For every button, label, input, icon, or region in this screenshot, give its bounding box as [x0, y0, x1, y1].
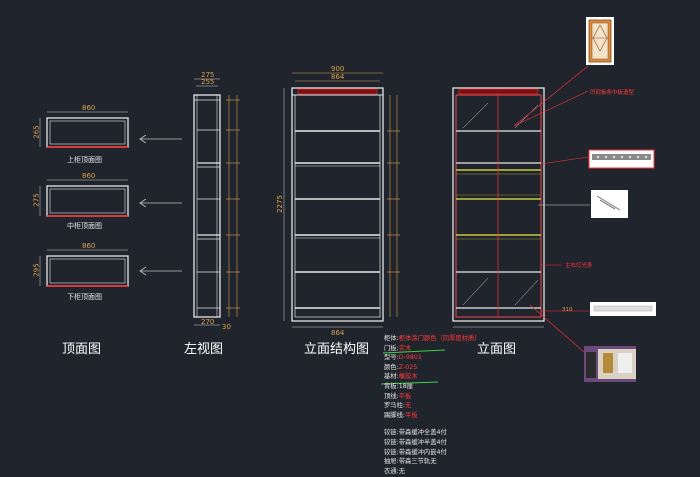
door-detail-picture — [586, 17, 614, 65]
structure-view — [283, 72, 400, 328]
structure-top-dim-2: 864 — [331, 73, 345, 81]
left-view-top-dim-2: 255 — [201, 78, 215, 86]
hardware-row: 铰链:带森缓冲内嵌4付 — [384, 448, 481, 458]
spec-key: 背板: — [384, 382, 399, 390]
top-view-lower-label: 下柜顶面图 — [67, 293, 102, 301]
elevation-view-title: 立面图 — [477, 342, 517, 357]
leader-lines — [513, 65, 590, 353]
hardware-row: 铰链:带森缓冲半盖4付 — [384, 438, 481, 448]
hardware-value: 带森缓冲全盖4付 — [398, 429, 447, 437]
spec-value: 橡胶木 — [398, 373, 418, 381]
top-view-middle-depth-dim: 275 — [32, 193, 41, 207]
top-view-lower-depth-dim: 295 — [32, 263, 41, 277]
spec-row: 基材:橡胶木 — [384, 372, 481, 382]
top-view-upper — [39, 111, 129, 148]
led-annotation: 主右灯光条 — [565, 263, 593, 269]
spec-key: 柜体: — [384, 335, 399, 342]
spec-row: 踢脚线:平板 — [384, 411, 481, 421]
spec-key: 型号: — [384, 354, 399, 362]
structure-top-dim-1: 900 — [331, 65, 345, 73]
hardware-key: 铰链: — [384, 448, 399, 456]
top-view-lower — [39, 249, 129, 287]
structure-view-title: 立面结构图 — [304, 342, 370, 357]
left-view-top-dim-1: 275 — [201, 71, 215, 79]
hardware-key: 抽屉: — [384, 458, 399, 466]
structure-height-dim: 2275 — [275, 195, 284, 213]
top-view-upper-depth-dim: 265 — [32, 125, 41, 139]
base-annotation: 310 — [562, 307, 573, 313]
hardware-value: 带森缓冲内嵌4付 — [398, 448, 447, 456]
spec-key: 罗马柱: — [384, 402, 406, 410]
elevation-view — [452, 87, 545, 328]
spec-value: D-9801 — [398, 354, 422, 362]
left-view-title: 左视图 — [184, 342, 224, 357]
top-view-middle-width-dim: 860 — [82, 172, 96, 180]
left-view — [193, 78, 240, 326]
spec-spacer — [384, 420, 481, 428]
spec-value: 柜体涂门颜色（同厚度材质） — [398, 335, 481, 342]
spec-row: 型号:D-9801 — [384, 353, 481, 363]
spec-key: 颜色: — [384, 363, 399, 371]
top-view-lower-width-dim: 860 — [82, 242, 96, 250]
spec-value: Z-025 — [398, 363, 418, 371]
spec-value: 平板 — [405, 411, 418, 419]
bracket-picture — [591, 190, 628, 218]
top-view-middle-label: 中柜顶面图 — [67, 222, 102, 230]
hardware-key: 铰链: — [384, 429, 399, 437]
hardware-row: 抽屉:带森三节轨无 — [384, 457, 481, 467]
spec-row: 颜色:Z-025 — [384, 363, 481, 373]
spec-key: 顶线: — [384, 392, 399, 400]
view-arrows — [139, 134, 182, 276]
spec-row: 门板:实木 — [384, 344, 481, 354]
hardware-value: 带森三节轨无 — [398, 458, 437, 466]
top-view-upper-label: 上柜顶面图 — [67, 156, 102, 164]
room-photo — [584, 346, 636, 382]
top-views — [39, 111, 129, 287]
spec-value: 实木 — [398, 344, 412, 352]
spec-highlights — [380, 349, 446, 385]
spec-row: 顶线:平板 — [384, 392, 481, 402]
spec-value: 无 — [405, 402, 412, 410]
spec-value: 18厘 — [398, 382, 414, 390]
hardware-value: 无 — [398, 467, 406, 475]
top-view-title: 顶面图 — [62, 342, 102, 357]
spec-row: 柜体:柜体涂门颜色（同厚度材质） — [384, 334, 481, 344]
hardware-row: 铰链:带森缓冲全盖4付 — [384, 428, 481, 438]
hardware-key: 铰链: — [384, 438, 399, 446]
hardware-row: 衣通:无 — [384, 467, 481, 477]
crown-annotation: 凹封板条中板造型 — [590, 90, 635, 96]
crown-molding-picture — [588, 149, 655, 169]
spec-row: 背板:18厘 — [384, 382, 481, 392]
structure-bottom-dim: 864 — [331, 329, 345, 337]
spec-value: 平板 — [398, 392, 412, 400]
left-view-bottom-dim-2: 30 — [222, 323, 231, 331]
spec-block: 柜体:柜体涂门颜色（同厚度材质） 门板:实木 型号:D-9801 颜色:Z-02… — [384, 334, 481, 476]
base-board-picture — [590, 302, 656, 316]
top-view-middle — [39, 179, 129, 217]
left-view-bottom-dim: 270 — [201, 318, 215, 326]
spec-key: 门板: — [384, 344, 399, 352]
top-view-upper-width-dim: 860 — [82, 104, 96, 112]
spec-row: 罗马柱:无 — [384, 401, 481, 411]
spec-key: 基材: — [384, 373, 399, 381]
spec-key: 踢脚线: — [384, 411, 406, 419]
hardware-value: 带森缓冲半盖4付 — [398, 438, 447, 446]
hardware-key: 衣通: — [384, 467, 399, 475]
